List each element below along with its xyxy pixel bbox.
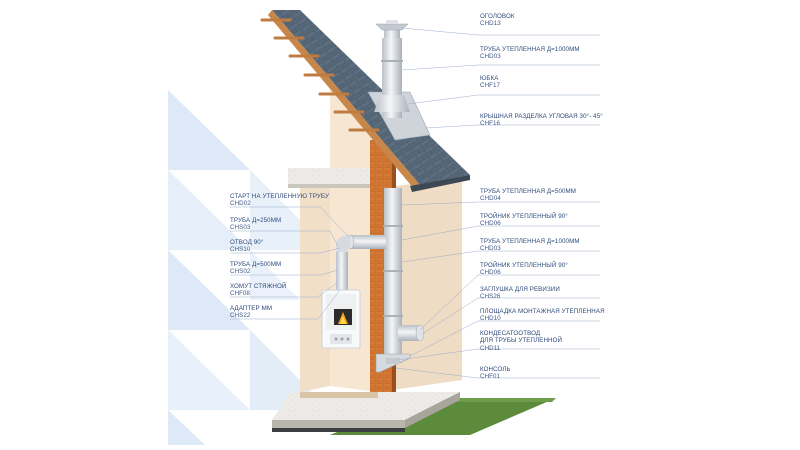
label-adapter: АДАПТЕР ММ CHS22 [230,305,272,320]
label-pipe1000-mid: ТРУБА УТЕПЛЕННАЯ Д=1000ММ CHD03 [480,238,580,253]
upper-tee-connector [350,235,386,249]
background-triangles [168,90,330,445]
leader-pipe500-left [230,269,339,276]
label-pipe500-insulated-code: CHD04 [480,195,501,203]
leader-console [395,367,600,379]
label-adapter-title: АДАПТЕР ММ [230,305,273,312]
label-console-code: CHF01 [480,373,501,381]
leader-pipe250 [230,230,339,247]
label-roof-flashing: КРЫШНАЯ РАЗДЕЛКА УГЛОВАЯ 30°- 45° CHF16 [480,113,603,128]
label-start-code: CHD02 [230,200,251,208]
label-mount-platform-title: ПЛОЩАДКА МОНТАЖНАЯ УТЕПЛЕННАЯ [480,308,605,315]
label-pipe250-title: ТРУБА Д=250ММ [230,217,282,224]
leader-pipe1000-mid [401,250,600,263]
label-cap-title: ОГОЛОВОК [480,13,515,20]
pipe-skirt [374,95,410,112]
chimney-cap [375,23,409,31]
chimney-pipe-vertical [384,188,402,363]
leader-cap [401,27,600,36]
gas-boiler [321,289,361,349]
leader-pipe1000-top [401,64,600,71]
leader-inspection-plug [421,297,600,335]
label-tee90-bottom: ТРОЙНИК УТЕПЛЕННЫЙ 90° CHD06 [480,262,568,277]
label-pipe500-insulated-title: ТРУБА УТЕПЛЕННАЯ Д=500ММ [480,188,577,195]
label-pipe1000-top: ТРУБА УТЕПЛЕННАЯ Д=1000ММ CHD03 [480,46,580,61]
ceiling-slab [288,168,378,184]
leader-elbow90 [230,247,341,254]
label-cap-code: CHD13 [480,20,501,28]
label-adapter-code: CHS22 [230,312,251,320]
boiler-flue-pipe [336,242,348,290]
label-pipe1000-mid-code: CHD03 [480,245,501,253]
leader-mount-platform [409,320,600,357]
label-pipe250: ТРУБА Д=250ММ CHS03 [230,217,281,232]
label-inspection-plug-title: ЗАГЛУШКА ДЛЯ РЕВИЗИИ [480,286,560,293]
leader-pipe500-insulated [401,201,600,206]
leader-clamp [230,281,339,298]
leader-adapter [230,289,341,320]
label-pipe500-left-code: CHS02 [230,268,251,276]
label-condensate-title: КОНДЕСАТООТВОД ДЛЯ ТРУБЫ УТЕПЛЕННОЙ [480,330,563,345]
label-tee90-top-code: CHD06 [480,220,501,228]
label-pipe500-insulated: ТРУБА УТЕПЛЕННАЯ Д=500ММ CHD04 [480,188,576,203]
label-tee90-bottom-title: ТРОЙНИК УТЕПЛЕННЫЙ 90° [480,262,568,269]
label-skirt-title: ЮБКА [480,75,499,82]
label-mount-platform: ПЛОЩАДКА МОНТАЖНАЯ УТЕПЛЕННАЯ CHD10 [480,308,605,323]
base-strip [272,428,405,432]
label-pipe1000-top-code: CHD03 [480,53,501,61]
label-pipe1000-mid-title: ТРУБА УТЕПЛЕННАЯ Д=1000ММ [480,238,580,245]
label-skirt: ЮБКА CHF17 [480,75,500,90]
label-tee90-bottom-code: CHD06 [480,269,501,277]
label-tee90-top-title: ТРОЙНИК УТЕПЛЕННЫЙ 90° [480,213,568,220]
label-start-title: СТАРТ НА УТЕПЛЕННУЮ ТРУБУ [230,193,329,200]
label-console-title: КОНСОЛЬ [480,366,511,373]
label-roof-flashing-title: КРЫШНАЯ РАЗДЕЛКА УГЛОВАЯ 30°- 45° [480,113,603,120]
label-mount-platform-code: CHD10 [480,315,501,323]
lower-tee [398,325,420,341]
label-elbow90-title: ОТВОД 90° [230,239,264,246]
label-elbow90-code: CHS10 [230,246,251,254]
label-inspection-plug: ЗАГЛУШКА ДЛЯ РЕВИЗИИ CHS26 [480,286,560,301]
label-inspection-plug-code: CHS26 [480,293,501,301]
label-pipe500-left-title: ТРУБА Д=500ММ [230,261,282,268]
leader-tee90-bottom [419,274,600,331]
label-start: СТАРТ НА УТЕПЛЕННУЮ ТРУБУ CHD02 [230,193,329,208]
leader-tee90-top [401,225,600,241]
leader-condensate [397,348,600,361]
leader-start [230,206,351,239]
leader-skirt [407,94,600,105]
foundation-slab [272,392,460,420]
label-pipe1000-top-title: ТРУБА УТЕПЛЕННАЯ Д=1000ММ [480,46,580,53]
label-clamp-title: ХОМУТ СТЯЖНОЙ [230,283,287,290]
roof-rafters [260,18,380,132]
label-tee90-top: ТРОЙНИК УТЕПЛЕННЫЙ 90° CHD06 [480,213,568,228]
label-cap: ОГОЛОВОК CHD13 [480,13,515,28]
label-pipe250-code: CHS03 [230,224,251,232]
label-clamp: ХОМУТ СТЯЖНОЙ CHF08 [230,283,286,298]
leader-roof-flashing [424,124,600,129]
label-elbow90: ОТВОД 90° CHS10 [230,239,263,254]
label-roof-flashing-code: CHF16 [480,120,501,128]
label-condensate-code: CHD11 [480,344,501,352]
label-condensate: КОНДЕСАТООТВОД ДЛЯ ТРУБЫ УТЕПЛЕННОЙ CHD1… [480,330,562,352]
label-skirt-code: CHF17 [480,82,501,90]
label-pipe500-left: ТРУБА Д=500ММ CHS02 [230,261,281,276]
label-clamp-code: CHF08 [230,290,251,298]
label-console: КОНСОЛЬ CHF01 [480,366,511,381]
